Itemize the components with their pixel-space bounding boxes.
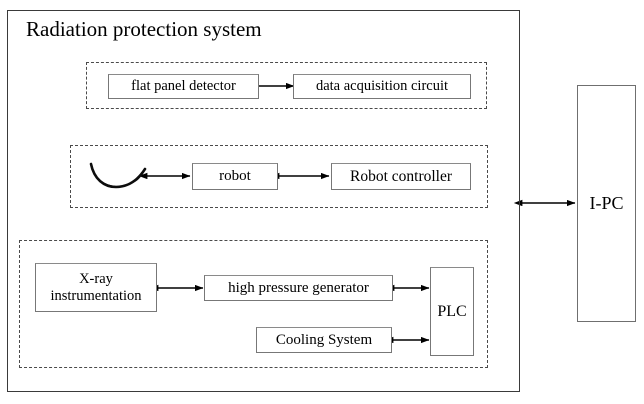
node-robot-controller[interactable]: Robot controller xyxy=(331,163,471,190)
node-flat-panel-detector[interactable]: flat panel detector xyxy=(108,74,259,99)
c-arm-icon xyxy=(85,158,149,194)
node-ipc[interactable]: I-PC xyxy=(577,85,636,322)
node-cooling-system[interactable]: Cooling System xyxy=(256,327,392,353)
c-arm-icon-svg xyxy=(89,162,147,189)
node-high-pressure-generator[interactable]: high pressure generator xyxy=(204,275,393,301)
xray-group xyxy=(19,240,488,368)
node-robot[interactable]: robot xyxy=(192,163,278,190)
node-plc[interactable]: PLC xyxy=(430,267,474,356)
node-data-acquisition-circuit[interactable]: data acquisition circuit xyxy=(293,74,471,99)
page-title: Radiation protection system xyxy=(26,17,262,41)
radiation-protection-system-box xyxy=(7,10,520,392)
node-xray-instrumentation[interactable]: X-ray instrumentation xyxy=(35,263,157,312)
robot-group xyxy=(70,145,488,208)
detector-group xyxy=(86,62,487,109)
